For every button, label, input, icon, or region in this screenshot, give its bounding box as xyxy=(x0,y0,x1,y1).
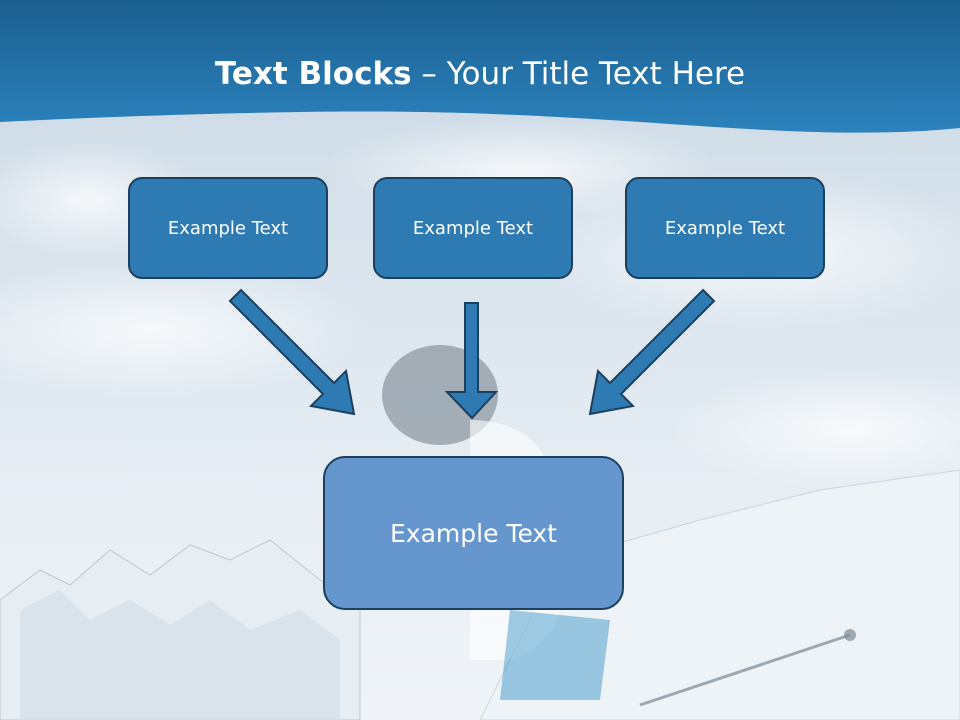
text-block-1[interactable]: Example Text xyxy=(128,177,328,279)
title-bold-part: Text Blocks xyxy=(214,56,412,92)
title-rest-part: – Your Title Text Here xyxy=(411,56,746,92)
text-block-2[interactable]: Example Text xyxy=(373,177,573,279)
target-block[interactable]: Example Text xyxy=(323,456,624,610)
page-title: Text Blocks – Your Title Text Here xyxy=(0,52,960,96)
text-block-3[interactable]: Example Text xyxy=(625,177,825,279)
